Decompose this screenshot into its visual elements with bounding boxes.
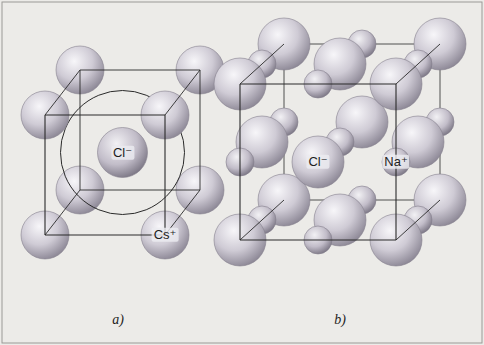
ion-label: Cl⁻ — [306, 155, 329, 169]
ion-label: Cs⁺ — [152, 228, 179, 242]
cube-edge — [80, 70, 200, 71]
cube-edge — [240, 83, 396, 84]
cube-edge — [240, 44, 284, 84]
panel-caption: a) — [110, 312, 126, 327]
cube-edge — [165, 70, 200, 115]
cl-ion — [292, 136, 344, 188]
cube-edge — [164, 115, 165, 235]
cube-edge — [200, 70, 201, 190]
cube-edge — [240, 200, 284, 240]
cl-ion — [98, 128, 148, 178]
cube-edge — [396, 200, 440, 240]
cube-edge — [80, 70, 81, 190]
cube-edge — [239, 84, 240, 240]
cube-edge — [45, 190, 80, 235]
cube-edge — [44, 115, 45, 235]
ion-label: Cl⁻ — [111, 145, 134, 159]
cube-edge — [80, 190, 200, 191]
cube-edge — [45, 70, 80, 115]
nacl-lattice — [214, 18, 466, 266]
cube-edge — [45, 234, 165, 235]
cube-edge — [396, 44, 440, 84]
cscl-lattice — [21, 46, 224, 259]
ion-label: Na⁺ — [382, 155, 409, 169]
cube-edge — [240, 239, 396, 240]
cube-edge — [45, 114, 165, 115]
panel-caption: b) — [332, 312, 348, 327]
